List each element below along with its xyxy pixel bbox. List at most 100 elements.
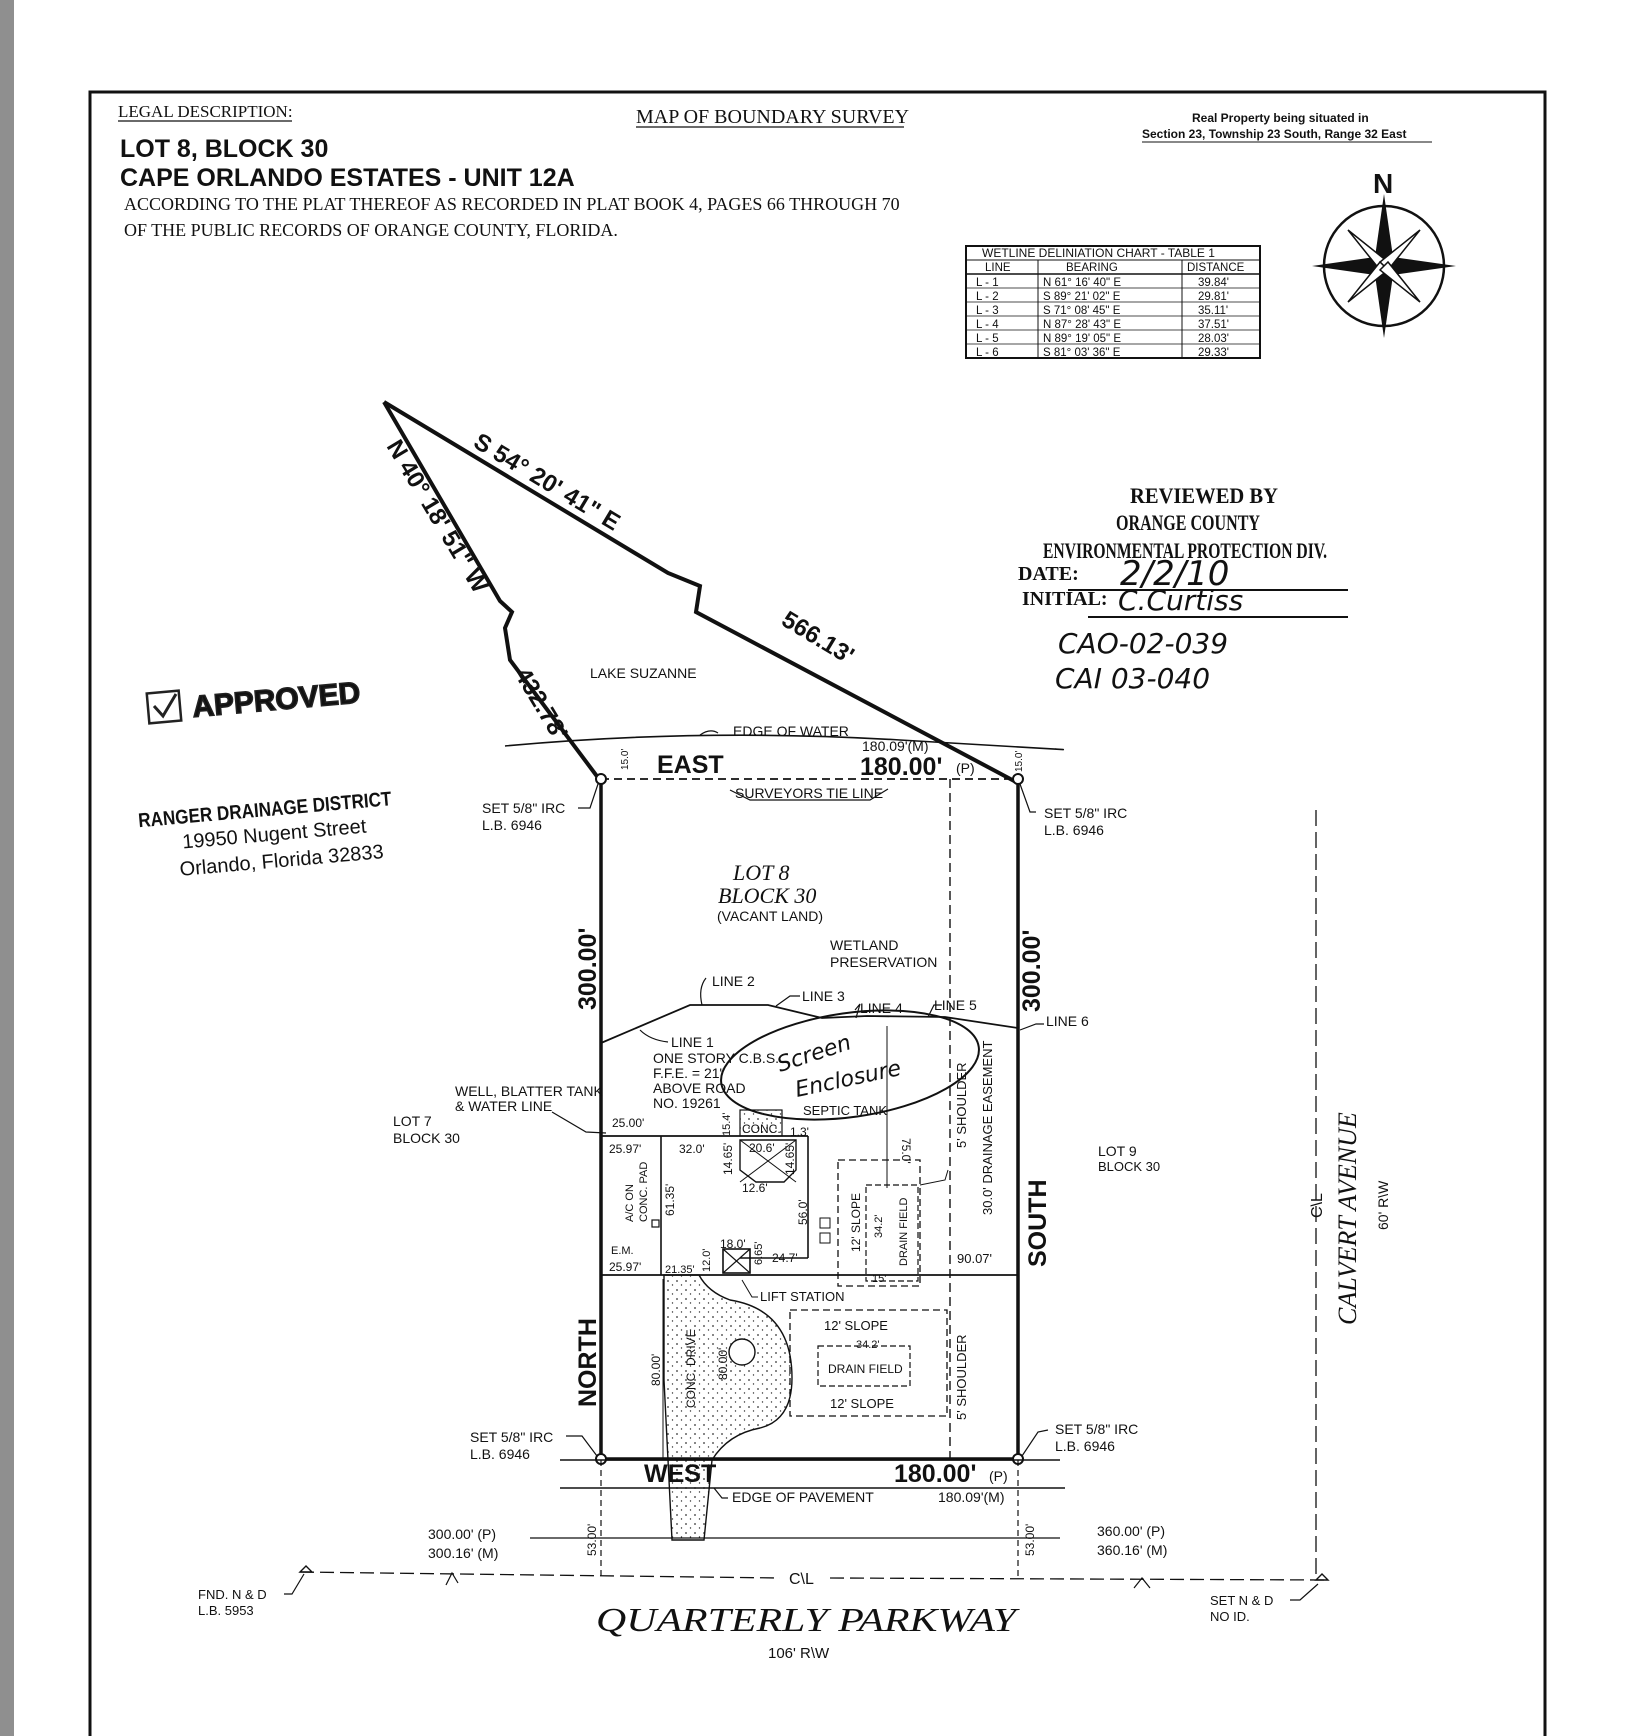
lake-name: LAKE SUZANNE	[590, 665, 697, 681]
review-stamp: REVIEWED BY ORANGE COUNTY ENVIRONMENTAL …	[1018, 483, 1348, 695]
lot-9-label: LOT 9	[1098, 1143, 1137, 1159]
irc-se-2: L.B. 6946	[1055, 1438, 1115, 1454]
survey-label: L - 5	[976, 333, 999, 345]
north-arrow-compass: N	[1312, 168, 1456, 338]
survey-label: 12' SLOPE	[849, 1193, 863, 1252]
survey-label: 34.2'	[873, 1214, 885, 1238]
survey-label: DATE:	[1018, 563, 1079, 585]
map-title: MAP OF BOUNDARY SURVEY	[636, 106, 909, 128]
dim-53-right: 53.00'	[1023, 1524, 1037, 1556]
offset-15-right: 15.0'	[1014, 751, 1025, 772]
survey-label: 12' SLOPE	[824, 1318, 888, 1333]
survey-label: 1.3'	[790, 1125, 809, 1139]
irc-sw-1: SET 5/8" IRC	[470, 1429, 553, 1445]
lake-boundary	[382, 400, 1019, 785]
calvert-rw: 60' R\W	[1375, 1180, 1391, 1230]
lake-dist-nw: 432.78'	[509, 663, 573, 745]
survey-label: LINE 2	[712, 973, 755, 989]
survey-label: L.B. 5953	[198, 1603, 254, 1618]
concrete-drive	[663, 1274, 793, 1541]
edge-of-water-line	[504, 734, 1064, 751]
vacant-land-label: (VACANT LAND)	[717, 908, 823, 924]
lot-8-label: LOT 8	[732, 860, 789, 885]
lift-station-box	[722, 1248, 751, 1274]
survey-label: 14.65'	[783, 1143, 797, 1175]
irc-nw-1: SET 5/8" IRC	[482, 800, 565, 816]
survey-label: LINE 1	[671, 1034, 714, 1050]
survey-label: 24.7'	[772, 1251, 798, 1265]
survey-label: 35.11'	[1198, 305, 1228, 317]
survey-label: 80.00'	[649, 1354, 663, 1386]
survey-label: 80.00'	[716, 1348, 730, 1380]
east-plat-tag: (P)	[956, 760, 975, 776]
survey-label: NO ID.	[1210, 1609, 1250, 1624]
survey-label: S 81° 03' 36" E	[1043, 347, 1121, 359]
lot-block-heading: LOT 8, BLOCK 30	[120, 135, 328, 163]
survey-label: 90.07'	[957, 1251, 992, 1266]
survey-label: DRAIN FIELD	[828, 1362, 903, 1376]
calvert-name: CALVERT AVENUE	[1333, 1112, 1362, 1325]
survey-label: CONC. PAD	[638, 1162, 650, 1222]
review-date-handwritten: 2/2/10	[1120, 554, 1229, 594]
approved-stamp: APPROVED	[145, 676, 362, 725]
lot-boundary	[595, 773, 1024, 1465]
survey-label: 29.81'	[1198, 291, 1229, 303]
survey-label: L - 3	[976, 305, 999, 317]
survey-label: 15'	[872, 1273, 886, 1285]
irc-ne-2: L.B. 6946	[1044, 822, 1104, 838]
shoulder-label-upper: 5' SHOULDER	[954, 1062, 969, 1148]
survey-label: SET N & D	[1210, 1593, 1273, 1608]
survey-label: 37.51'	[1198, 319, 1229, 331]
survey-label: INITIAL:	[1022, 588, 1108, 610]
survey-label: APPROVED	[191, 676, 362, 724]
survey-label: 21.35'	[665, 1264, 695, 1276]
survey-label: & WATER LINE	[455, 1098, 552, 1114]
irc-nw-2: L.B. 6946	[482, 817, 542, 833]
survey-label: 25.00'	[612, 1116, 644, 1130]
survey-label: ONE STORY C.B.S.	[653, 1050, 779, 1066]
survey-label: LINE 4	[860, 1000, 903, 1016]
survey-label: S 89° 21' 02" E	[1043, 291, 1121, 303]
survey-label: 56.0'	[796, 1199, 810, 1225]
shoulder-label-lower: 5' SHOULDER	[954, 1334, 969, 1420]
estate-heading: CAPE ORLANDO ESTATES - UNIT 12A	[120, 164, 575, 192]
survey-label: 29.33'	[1198, 347, 1229, 359]
survey-label: L - 6	[976, 347, 999, 359]
survey-label: ORANGE COUNTY	[1116, 510, 1260, 535]
dim-53-left: 53.00'	[585, 1524, 599, 1556]
survey-label: LINE 6	[1046, 1013, 1089, 1029]
survey-label: LIFT STATION	[760, 1289, 845, 1304]
survey-label: 25.97'	[609, 1260, 641, 1274]
road-name: QUARTERLY PARKWAY	[596, 1602, 1020, 1639]
survey-label: L - 1	[976, 277, 999, 289]
lot-block-label: BLOCK 30	[718, 883, 816, 908]
legal-description-label: LEGAL DESCRIPTION:	[118, 102, 293, 121]
north-label: NORTH	[574, 1318, 602, 1407]
survey-label: 12' SLOPE	[830, 1396, 894, 1411]
review-code-1: CAO-02-039	[1058, 627, 1228, 660]
survey-label: F.F.E. = 21"	[653, 1065, 725, 1081]
survey-label: DRAIN FIELD	[898, 1197, 910, 1266]
survey-label: NO. 19261	[653, 1095, 721, 1111]
real-property-line1: Real Property being situated in	[1192, 111, 1369, 125]
survey-label: LINE 5	[934, 997, 977, 1013]
survey-label: 34.2'	[856, 1339, 880, 1351]
survey-label: 360.00' (P)	[1097, 1523, 1165, 1539]
lot-9-block: BLOCK 30	[1098, 1159, 1160, 1174]
survey-label: 12.0'	[701, 1248, 713, 1272]
east-label: EAST	[657, 751, 724, 779]
drain-field-upper	[837, 1159, 921, 1287]
survey-label: E.M.	[611, 1245, 634, 1257]
survey-label: C\L	[1309, 1193, 1326, 1218]
edge-water-meas: 180.09'(M)	[862, 738, 928, 754]
wetline-delineation-table: WETLINE DELINIATION CHART - TABLE 1 LINE…	[965, 245, 1261, 359]
survey-label: C\L	[789, 1571, 814, 1588]
offset-15-left: 15.0'	[620, 749, 631, 770]
screen-enclosure	[720, 1009, 980, 1121]
survey-label: 6.65'	[753, 1241, 765, 1265]
survey-label: N	[1373, 168, 1393, 199]
road-rw: 106' R\W	[768, 1645, 830, 1662]
